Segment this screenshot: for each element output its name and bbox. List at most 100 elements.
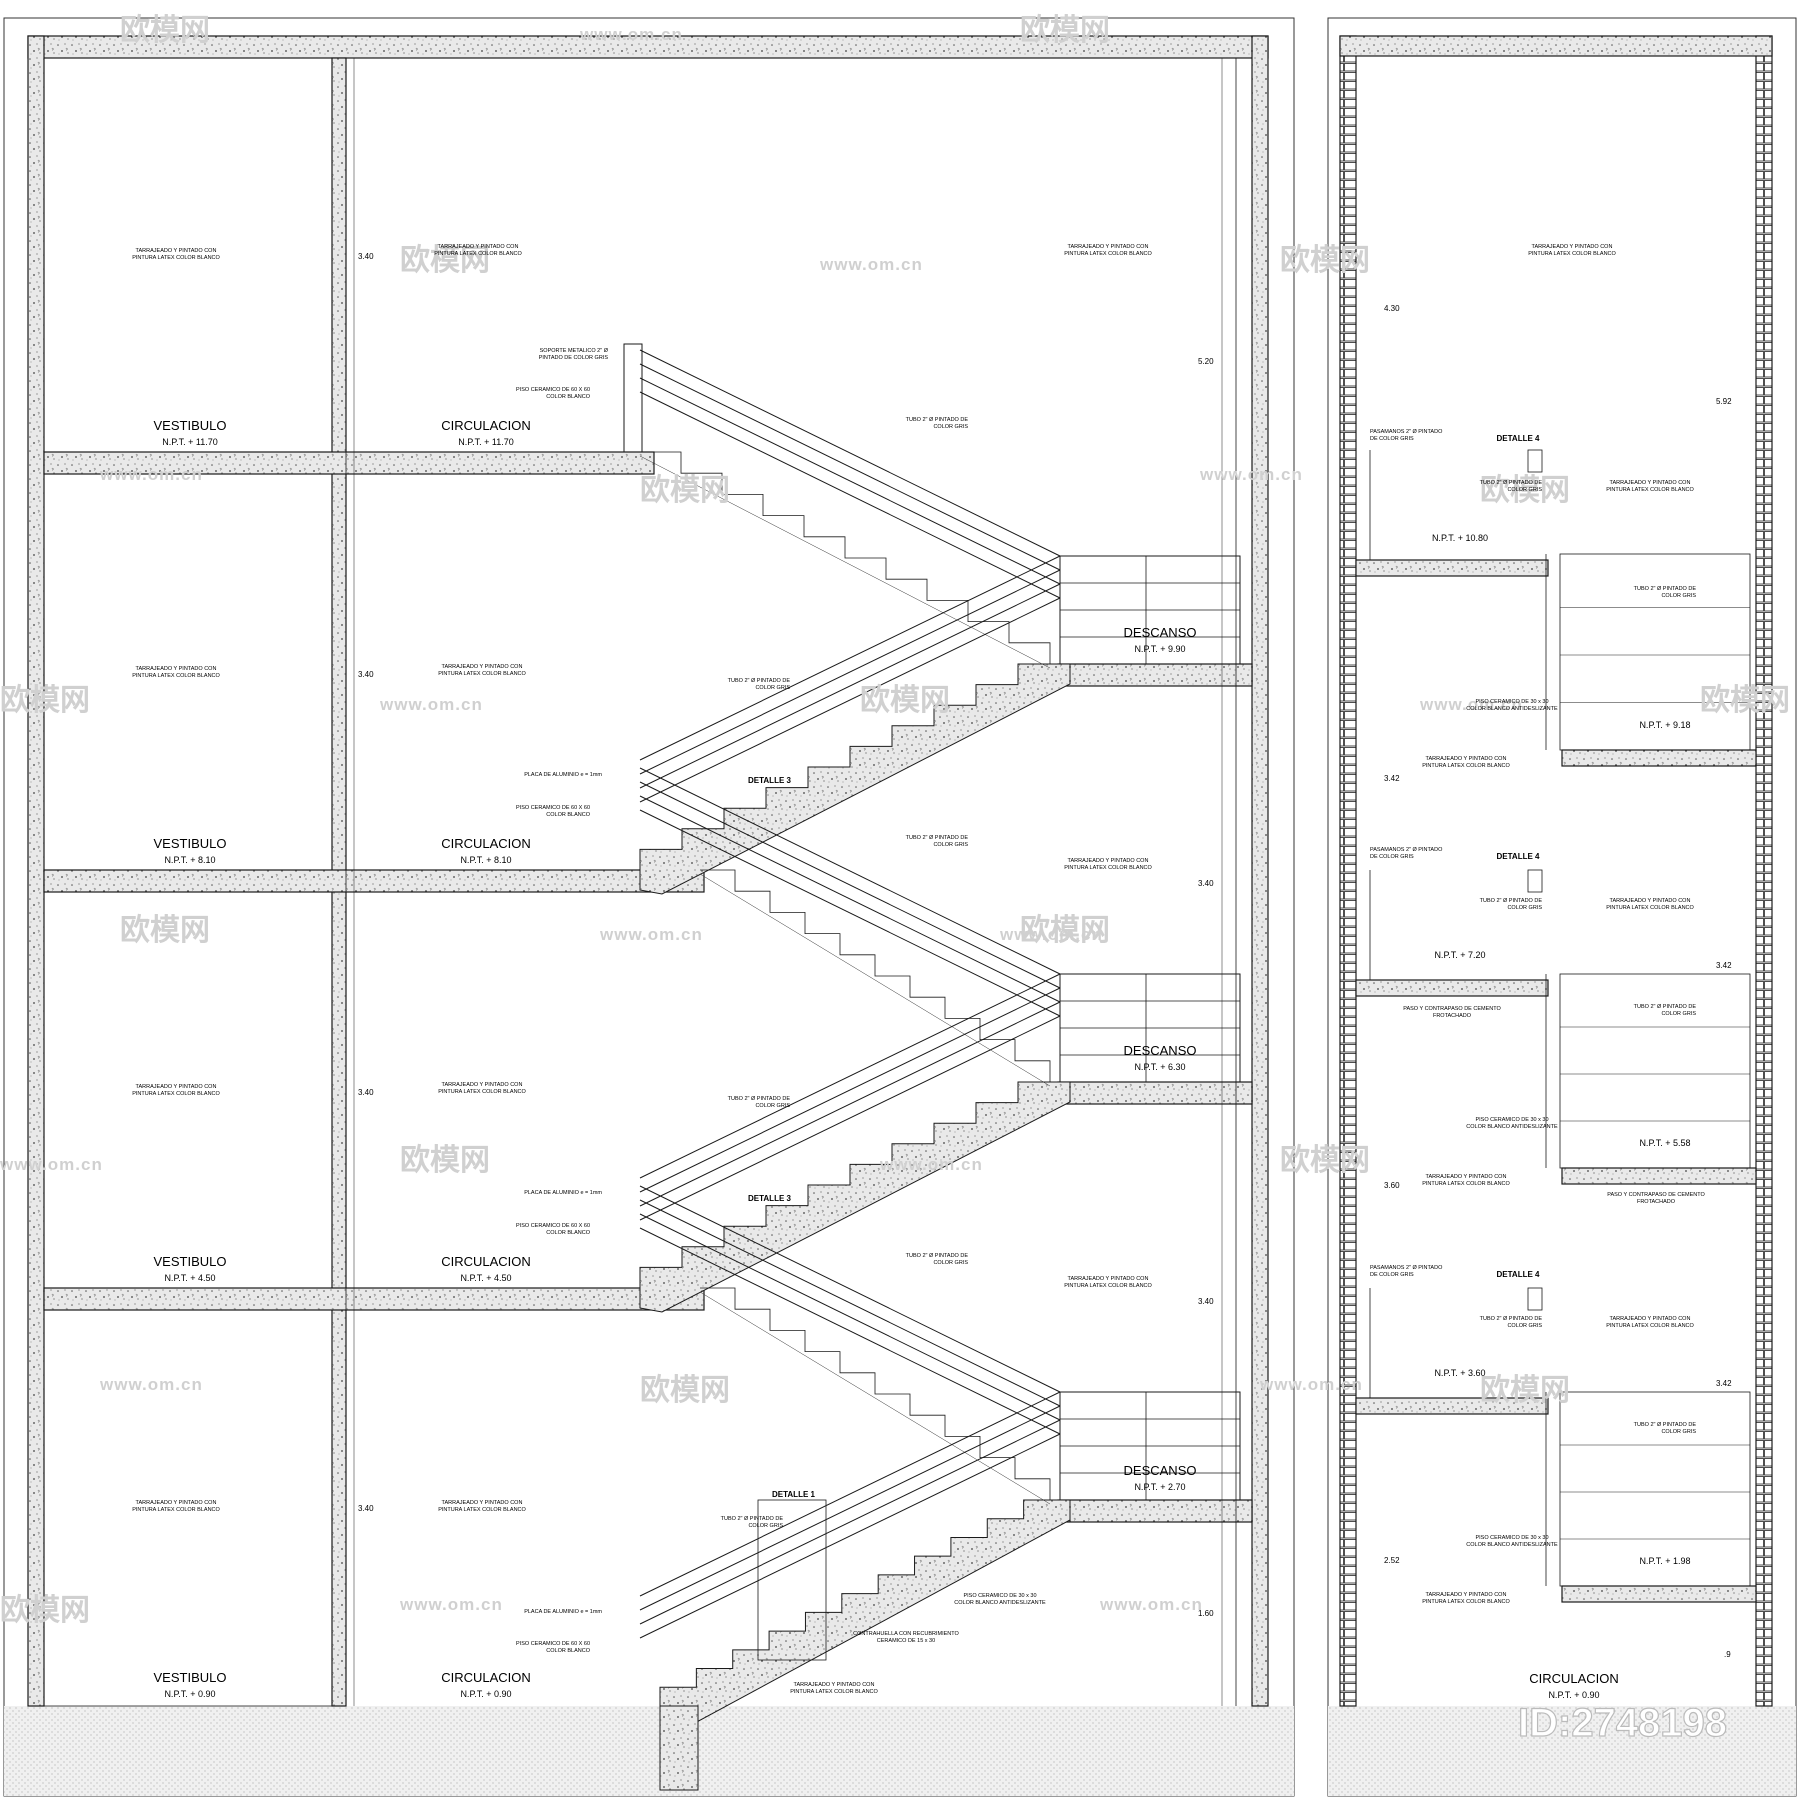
finish-note: TARRAJEADO Y PINTADO CON (794, 1682, 875, 1688)
handrail-tube (639, 809, 1061, 1017)
stair-flight-up (639, 663, 1071, 895)
support-note: SOPORTE METALICO 2" Ø (540, 348, 609, 354)
floor-note: COLOR BLANCO ANTIDESLIZANTE (954, 1600, 1046, 1606)
floor-note: PISO CERAMICO DE 60 X 60 (516, 387, 590, 393)
finish-note: PINTURA LATEX COLOR BLANCO (1064, 1283, 1152, 1289)
finish-note: PINTURA LATEX COLOR BLANCO (1528, 251, 1616, 257)
floor-note: PISO CERAMICO DE 60 X 60 (516, 1223, 590, 1229)
detail-box (757, 1499, 827, 1661)
handrail-tube (639, 1419, 1061, 1625)
finish-note: PINTURA LATEX COLOR BLANCO (132, 673, 220, 679)
tube-note: COLOR GRIS (1507, 905, 1542, 911)
level-label: N.P.T. + 5.58 (1639, 1138, 1690, 1148)
height-dim: 3.42 (1716, 1379, 1732, 1388)
finish-note: TARRAJEADO Y PINTADO CON (1532, 244, 1613, 250)
finish-note: TARRAJEADO Y PINTADO CON (1426, 1592, 1507, 1598)
level-label: N.P.T. + 3.60 (1434, 1368, 1485, 1378)
height-dim: 5.92 (1716, 397, 1732, 406)
watermark-brand: 欧模网 (400, 244, 490, 277)
finish-note: TARRAJEADO Y PINTADO CON (136, 248, 217, 254)
landing-level: N.P.T. + 6.30 (1134, 1062, 1185, 1072)
watermark-brand: 欧模网 (0, 684, 90, 717)
tube-note: COLOR GRIS (755, 1103, 790, 1109)
stair-flight-back (640, 451, 1051, 664)
height-dim: 4.30 (1384, 304, 1400, 313)
watermark-brand: 欧模网 (120, 914, 210, 947)
handrail-tube (639, 349, 1061, 557)
height-dim: 3.40 (358, 252, 374, 261)
finish-note: PINTURA LATEX COLOR BLANCO (438, 671, 526, 677)
watermark-url: www.om.cn (599, 925, 703, 944)
detail-marker (1527, 449, 1543, 473)
finish-note: PINTURA LATEX COLOR BLANCO (1606, 1323, 1694, 1329)
riser-note: CERAMICO DE 15 x 30 (877, 1638, 935, 1644)
step-note: FROTACHADO (1637, 1199, 1676, 1205)
finish-note: PINTURA LATEX COLOR BLANCO (132, 1091, 220, 1097)
level-label: N.P.T. + 7.20 (1434, 950, 1485, 960)
height-dim: 3.40 (1198, 879, 1214, 888)
finish-note: TARRAJEADO Y PINTADO CON (136, 1500, 217, 1506)
tube-note: COLOR GRIS (933, 1260, 968, 1266)
detail-callout: DETALLE 4 (1497, 852, 1541, 861)
tube-note: TUBO 2" Ø PINTADO DE (1634, 586, 1697, 592)
landing-label: DESCANSO (1124, 625, 1197, 640)
corridor-label: CIRCULACION (1529, 1671, 1619, 1686)
finish-note: PINTURA LATEX COLOR BLANCO (1606, 487, 1694, 493)
tube-note: TUBO 2" Ø PINTADO DE (1634, 1422, 1697, 1428)
height-dim: 3.40 (358, 1504, 374, 1513)
tube-note: TUBO 2" Ø PINTADO DE (1634, 1004, 1697, 1010)
detail-marker (1527, 1287, 1543, 1311)
room-label: VESTIBULO (154, 1670, 227, 1685)
handrail-tube (639, 1015, 1061, 1221)
watermark-brand: 欧模网 (120, 14, 210, 47)
handrail-tube (639, 391, 1061, 599)
watermark-brand: 欧模网 (860, 684, 950, 717)
finish-note: TARRAJEADO Y PINTADO CON (1068, 858, 1149, 864)
detail-callout: DETALLE 4 (1497, 1270, 1541, 1279)
finish-note: PINTURA LATEX COLOR BLANCO (132, 1507, 220, 1513)
handrail-tube (639, 1391, 1061, 1597)
handrail-tube (639, 555, 1061, 761)
watermark-url: www.om.cn (399, 1595, 503, 1614)
tube-note: COLOR GRIS (1507, 487, 1542, 493)
finish-note: TARRAJEADO Y PINTADO CON (136, 666, 217, 672)
finish-note: TARRAJEADO Y PINTADO CON (1068, 244, 1149, 250)
finish-note: TARRAJEADO Y PINTADO CON (438, 244, 519, 250)
handrail-tube (639, 1405, 1061, 1611)
floor-note: COLOR BLANCO ANTIDESLIZANTE (1466, 1542, 1558, 1548)
room-label: VESTIBULO (154, 418, 227, 433)
watermark-url: www.om.cn (0, 1155, 103, 1174)
tube-note: COLOR GRIS (933, 842, 968, 848)
finish-note: TARRAJEADO Y PINTADO CON (1426, 756, 1507, 762)
height-dim: .9 (1724, 1650, 1731, 1659)
plate-note: PLACA DE ALUMINIO e = 1mm (524, 1190, 602, 1196)
level-label: N.P.T. + 0.90 (1548, 1690, 1599, 1700)
floor-note: COLOR BLANCO (546, 1230, 590, 1236)
floor-note: PISO CERAMICO DE 30 x 30 (963, 1593, 1036, 1599)
landing-label: DESCANSO (1124, 1043, 1197, 1058)
right-structure (1339, 35, 1773, 1707)
right-labels: N.P.T. + 10.80 N.P.T. + 9.18 N.P.T. + 7.… (1370, 244, 1732, 1700)
height-dim: 2.52 (1384, 1556, 1400, 1565)
corridor-label: CIRCULACION (441, 1254, 531, 1269)
watermark-brand: 欧模网 (1700, 684, 1790, 717)
finish-note: PINTURA LATEX COLOR BLANCO (1422, 1181, 1510, 1187)
stair-flight-up (639, 1081, 1071, 1313)
tube-note: TUBO 2" Ø PINTADO DE (1480, 1316, 1543, 1322)
handrails (623, 343, 1241, 1661)
stair-soffit-line (639, 455, 1051, 669)
finish-note: TARRAJEADO Y PINTADO CON (1610, 480, 1691, 486)
floor-note: PISO CERAMICO DE 30 x 30 (1475, 699, 1548, 705)
watermark-brand: 欧模网 (1020, 914, 1110, 947)
floor-note: COLOR BLANCO (546, 394, 590, 400)
stair-flight-back (700, 1287, 1051, 1500)
height-dim: 5.20 (1198, 357, 1214, 366)
detail-callout: DETALLE 3 (748, 1194, 792, 1203)
support-post (623, 343, 643, 453)
level-label: N.P.T. + 0.90 (164, 1689, 215, 1699)
finish-note: TARRAJEADO Y PINTADO CON (1610, 898, 1691, 904)
level-label: N.P.T. + 9.18 (1639, 720, 1690, 730)
handrail-tube (639, 767, 1061, 975)
tube-note: COLOR GRIS (1507, 1323, 1542, 1329)
height-dim: 1.60 (1198, 1609, 1214, 1618)
